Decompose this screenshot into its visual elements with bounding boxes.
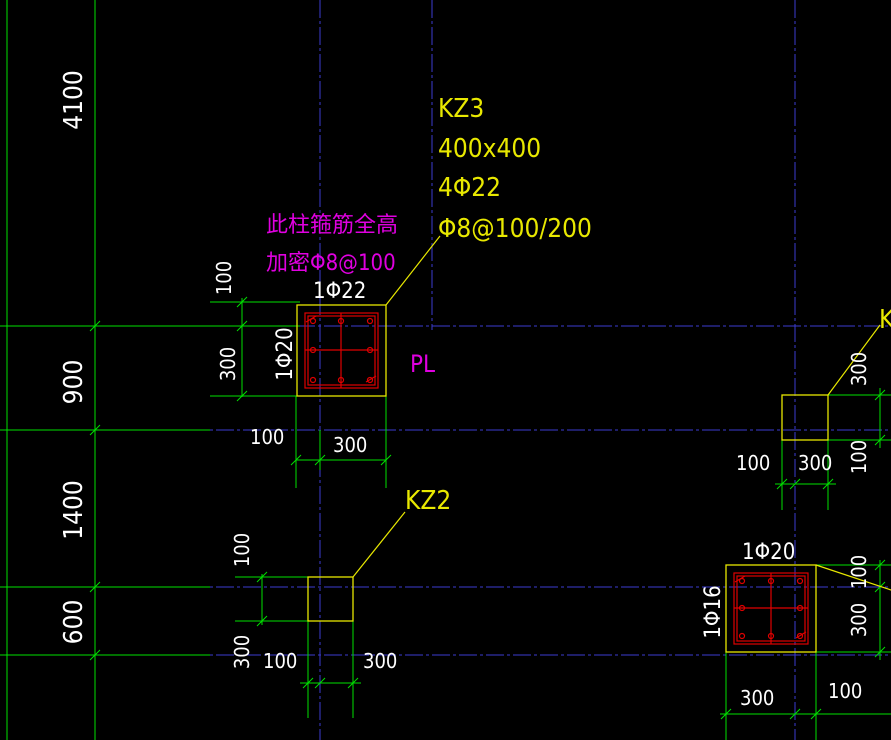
bottom-right-dim-right-offset: 100: [828, 679, 862, 703]
kz3-dim-left-offset: 100: [250, 425, 284, 449]
right-column-leader-line: [827, 324, 881, 396]
dim-900-label: 900: [59, 360, 89, 405]
kz3-annotations: KZ3 400x400 4Φ22 Φ8@100/200 此柱箍筋全高 加密Φ8@…: [212, 94, 592, 457]
kz3-dim-height: 300: [216, 347, 240, 381]
kz3-column-outline: [296, 304, 387, 397]
bottom-right-top-rebar: 1Φ20: [742, 540, 795, 565]
kz2-dim-top-offset: 100: [230, 533, 254, 567]
kz3-column: [296, 235, 441, 397]
kz3-note-line1: 此柱箍筋全高: [266, 213, 398, 238]
right-column-dim-right-offset: 100: [847, 440, 871, 474]
kz3-side-rebar: 1Φ20: [273, 327, 298, 380]
kz2-column-outline: [307, 576, 354, 622]
bottom-right-column: [725, 564, 891, 653]
kz3-dimension-lines: [210, 296, 392, 488]
bottom-right-column-dimension-lines: [720, 559, 891, 740]
kz3-stirrup: Φ8@100/200: [438, 214, 592, 244]
kz2-dimension-lines: [235, 571, 361, 718]
bottom-right-side-rebar: 1Φ16: [701, 585, 726, 638]
kz2-dim-height: 300: [230, 635, 254, 669]
right-column-dimension-lines: [775, 388, 891, 510]
kz3-note-line2: 加密Φ8@100: [266, 251, 396, 276]
kz2-dim-left-offset: 100: [263, 649, 297, 673]
bottom-right-dim-width: 300: [740, 686, 774, 710]
right-column-label-fragment: K: [879, 305, 891, 335]
bottom-right-column-outline: [725, 564, 817, 653]
right-column-annotations: K 300 100 300 100: [736, 305, 891, 475]
dim-1400-label: 1400: [59, 480, 89, 540]
kz3-main-rebar: 4Φ22: [438, 173, 501, 203]
kz2-leader-line: [352, 511, 406, 578]
right-column: [781, 324, 881, 441]
kz3-top-rebar: 1Φ22: [313, 279, 366, 304]
bottom-right-dim-height: 300: [847, 603, 871, 637]
kz2-dim-width: 300: [363, 649, 397, 673]
dim-600-label: 600: [59, 600, 89, 645]
kz3-dim-width: 300: [333, 433, 367, 457]
left-dimension-chain: [0, 0, 210, 740]
right-column-outline: [781, 394, 829, 441]
right-column-dim-width: 300: [798, 451, 832, 475]
bottom-right-annotations: 1Φ20 1Φ16 100 300 300 100: [701, 540, 871, 710]
dim-4100-label: 4100: [59, 70, 89, 130]
kz2-annotations: KZ2 100 300 100 300: [230, 486, 451, 673]
kz3-leader-line: [385, 235, 441, 306]
kz3-rebar-cage: [304, 312, 379, 389]
kz3-dim-top-offset: 100: [212, 261, 236, 295]
bottom-right-rebar-cage: [733, 572, 809, 645]
kz3-pl-label: PL: [410, 350, 435, 378]
right-column-dim-left-offset: 100: [736, 451, 770, 475]
right-column-dim-height: 300: [847, 352, 871, 386]
kz2-column: [307, 511, 406, 622]
bottom-right-dim-top-offset: 100: [847, 555, 871, 589]
left-dimension-labels: 4100 900 1400 600: [59, 70, 89, 644]
kz3-label: KZ3: [438, 94, 484, 124]
kz3-size: 400x400: [438, 134, 541, 164]
kz2-label: KZ2: [405, 486, 451, 516]
bottom-right-leader-line: [815, 564, 891, 591]
